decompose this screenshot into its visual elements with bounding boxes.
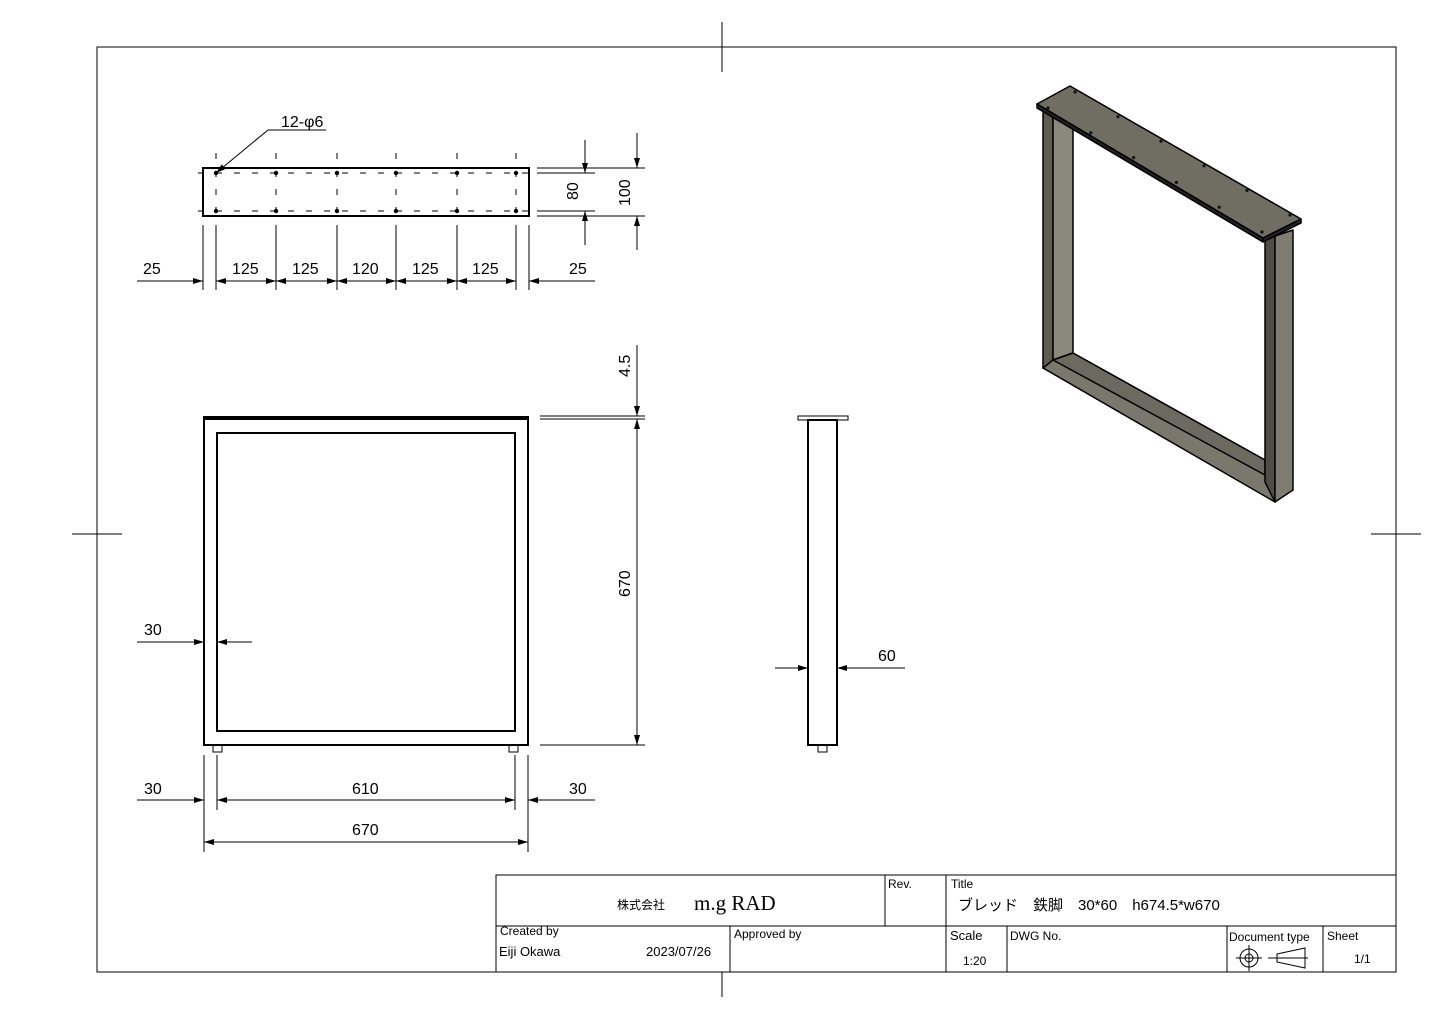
iso-mounting-hole	[1217, 205, 1221, 209]
dim-spacing-1: 125	[232, 261, 259, 278]
dim-spacing-2: 125	[292, 261, 319, 278]
side-view: 60	[775, 415, 905, 753]
title-block: 株式会社 m.g RAD Rev. Title ブレッド 鉄脚 30*60 h6…	[495, 874, 1397, 973]
third-angle-projection-icon	[1236, 945, 1308, 971]
created-by-label: Created by	[500, 924, 559, 938]
dim-depth: 60	[878, 648, 896, 665]
dim-edge-right: 25	[569, 261, 587, 278]
iso-mounting-hole	[1073, 90, 1077, 94]
iso-mounting-hole	[1089, 131, 1093, 135]
created-date: 2023/07/26	[646, 944, 711, 959]
iso-mounting-hole	[1245, 188, 1249, 192]
iso-mounting-hole	[1132, 156, 1136, 160]
iso-mounting-hole	[1260, 230, 1264, 234]
dim-hole-spacing: 80	[565, 182, 582, 200]
iso-mounting-hole	[1202, 164, 1206, 168]
iso-mounting-hole	[1288, 213, 1292, 217]
dim-tube-width-left: 30	[144, 622, 162, 639]
iso-mounting-hole	[1159, 139, 1163, 143]
iso-mounting-hole	[1046, 106, 1050, 110]
dim-height: 670	[617, 570, 634, 597]
iso-mounting-hole	[1174, 180, 1178, 184]
rev-label: Rev.	[888, 877, 912, 891]
dim-plate-width: 100	[617, 179, 634, 206]
scale-label: Scale	[950, 928, 983, 943]
document-type-label: Document type	[1229, 930, 1310, 944]
approved-by-label: Approved by	[734, 927, 801, 941]
dim-inner-width: 610	[352, 781, 379, 798]
dim-bottom-left: 30	[144, 781, 162, 798]
hole-callout: 12-φ6	[281, 114, 324, 131]
dim-spacing-5: 125	[472, 261, 499, 278]
scale-value: 1:20	[963, 954, 987, 968]
top-view-plate: 12-φ6 25 125 125 120 125 125 25	[137, 114, 645, 290]
dim-edge-left: 25	[143, 261, 161, 278]
dim-spacing-3: 120	[352, 261, 379, 278]
isometric-view	[1036, 85, 1302, 503]
sheet-label: Sheet	[1327, 929, 1359, 943]
dim-bottom-right: 30	[569, 781, 587, 798]
dim-spacing-4: 125	[412, 261, 439, 278]
dwg-no-label: DWG No.	[1010, 929, 1061, 943]
company-prefix: 株式会社	[617, 897, 665, 912]
dim-overall-width: 670	[352, 822, 379, 839]
created-by-value: Eiji Okawa	[499, 944, 561, 959]
company-name: m.g RAD	[694, 891, 776, 915]
iso-mounting-hole	[1116, 115, 1120, 119]
drawing-title: ブレッド 鉄脚 30*60 h674.5*w670	[958, 896, 1220, 914]
front-view: 4.5 670 30 30 610 30 670	[137, 345, 645, 852]
title-label: Title	[951, 877, 974, 891]
dim-plate-thickness: 4.5	[617, 355, 634, 377]
sheet-value: 1/1	[1354, 952, 1371, 966]
